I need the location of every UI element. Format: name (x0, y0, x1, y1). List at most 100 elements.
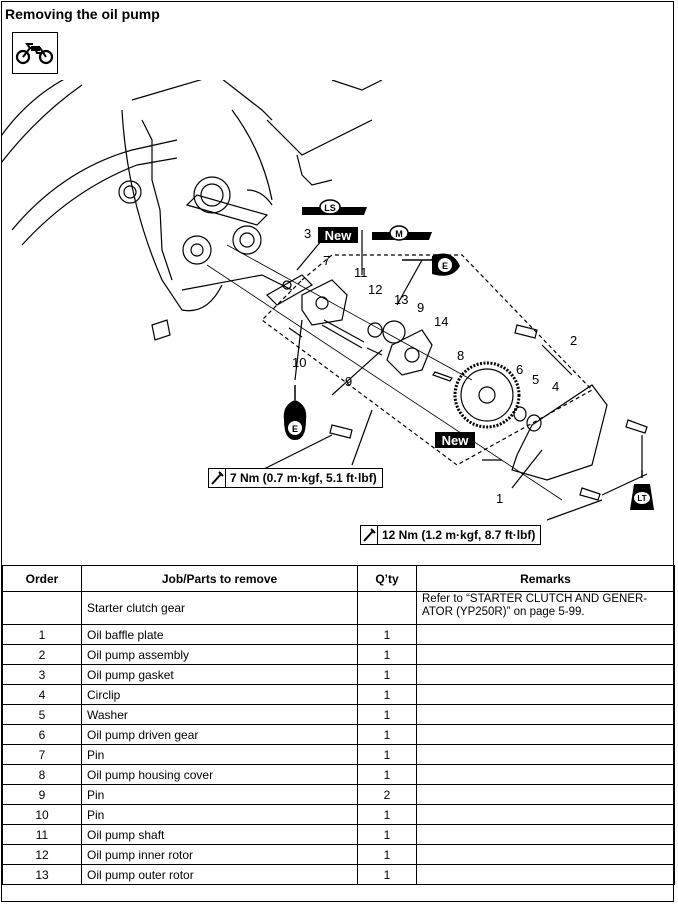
table-row: 8 Oil pump housing cover 1 (2, 764, 675, 785)
torque-spec-12nm: 12 Nm (1.2 m·kgf, 8.7 ft·lbf) (360, 525, 542, 545)
callout-8: 7 (323, 253, 330, 268)
callout-1: 1 (496, 491, 503, 506)
cell-job: Pin (81, 804, 358, 825)
header-qty: Q’ty (357, 565, 417, 592)
table-row: 5 Washer 1 (2, 704, 675, 725)
callout-2: 2 (570, 333, 577, 348)
callout-10: 10 (292, 355, 306, 370)
callout-13: 13 (394, 292, 408, 307)
cell-order: 8 (2, 764, 82, 785)
cell-remarks (416, 704, 675, 725)
cell-qty: 1 (357, 864, 417, 885)
callout-6: 6 (516, 362, 523, 377)
new-badge-top: New (318, 227, 358, 243)
table-row: Starter clutch gear Refer to “STARTER CL… (2, 591, 675, 625)
cell-order: 4 (2, 684, 82, 705)
cell-job: Circlip (81, 684, 358, 705)
page-title: Removing the oil pump (5, 6, 160, 22)
cell-qty: 1 (357, 824, 417, 845)
ls-grease-icon: LS (302, 199, 367, 215)
callout-7: 8 (457, 348, 464, 363)
table-row: 11 Oil pump shaft 1 (2, 824, 675, 845)
cell-job: Washer (81, 704, 358, 725)
cell-qty: 2 (357, 784, 417, 805)
cell-qty: 1 (357, 644, 417, 665)
callout-11: 11 (354, 265, 368, 280)
cell-qty: 1 (357, 744, 417, 765)
cell-job: Pin (81, 744, 358, 765)
cell-job: Oil baffle plate (81, 624, 358, 645)
cell-order: 3 (2, 664, 82, 685)
svg-text:New: New (325, 228, 353, 243)
cell-remarks (416, 824, 675, 845)
svg-text:M: M (395, 229, 403, 239)
cell-order: 12 (2, 844, 82, 865)
table-row: 3 Oil pump gasket 1 (2, 664, 675, 685)
parts-table: Order Job/Parts to remove Q’ty Remarks S… (2, 565, 675, 885)
m-grease-icon: M (372, 225, 432, 241)
cell-order: 6 (2, 724, 82, 745)
cell-remarks (416, 764, 675, 785)
callout-3: 3 (304, 226, 311, 241)
table-row: 12 Oil pump inner rotor 1 (2, 844, 675, 865)
cell-job: Oil pump outer rotor (81, 864, 358, 885)
motorcycle-icon (12, 32, 58, 74)
svg-text:LS: LS (324, 203, 336, 213)
table-row: 10 Pin 1 (2, 804, 675, 825)
table-row: 9 Pin 2 (2, 784, 675, 805)
svg-text:LT: LT (637, 494, 646, 503)
header-remarks: Remarks (416, 565, 675, 592)
table-row: 4 Circlip 1 (2, 684, 675, 705)
cell-job: Starter clutch gear (81, 591, 358, 625)
table-row: 1 Oil baffle plate 1 (2, 624, 675, 645)
cell-qty: 1 (357, 804, 417, 825)
cell-qty: 1 (357, 624, 417, 645)
lt-locking-agent-icon: LT (630, 470, 654, 510)
cell-job: Oil pump assembly (81, 644, 358, 665)
torque-spec-7nm: 7 Nm (0.7 m·kgf, 5.1 ft·lbf) (208, 468, 383, 488)
cell-remarks (416, 684, 675, 705)
cell-qty: 1 (357, 724, 417, 745)
cell-qty: 1 (357, 664, 417, 685)
cell-order: 7 (2, 744, 82, 765)
wrench-icon (211, 469, 226, 487)
cell-job: Oil pump driven gear (81, 724, 358, 745)
cell-qty: 1 (357, 684, 417, 705)
cell-remarks (416, 744, 675, 765)
e-oil-icon-top: E (402, 253, 460, 276)
cell-order: 5 (2, 704, 82, 725)
cell-remarks (416, 864, 675, 885)
e-oil-icon-bottom: E (283, 385, 307, 440)
callout-12: 12 (368, 282, 382, 297)
exploded-diagram: 3 7 11 12 13 9 14 10 9 8 6 5 4 2 1 New N… (2, 80, 654, 521)
cell-qty: 1 (357, 764, 417, 785)
cell-order: 10 (2, 804, 82, 825)
torque-spec-7nm-text: 7 Nm (0.7 m·kgf, 5.1 ft·lbf) (230, 471, 377, 485)
cell-order (2, 591, 82, 625)
cell-remarks (416, 724, 675, 745)
callout-4: 4 (552, 379, 559, 394)
cell-remarks (416, 644, 675, 665)
cell-job: Oil pump gasket (81, 664, 358, 685)
cell-remarks (416, 624, 675, 645)
table-row: 6 Oil pump driven gear 1 (2, 724, 675, 745)
callout-9b: 9 (345, 374, 352, 389)
cell-remarks (416, 784, 675, 805)
table-row: 7 Pin 1 (2, 744, 675, 765)
header-order: Order (2, 565, 82, 592)
cell-qty: 1 (357, 844, 417, 865)
cell-remarks: Refer to “STARTER CLUTCH AND GENER-ATOR … (416, 591, 675, 625)
header-job: Job/Parts to remove (81, 565, 358, 592)
svg-text:New: New (442, 433, 470, 448)
cell-qty (357, 591, 417, 625)
table-header-row: Order Job/Parts to remove Q’ty Remarks (2, 565, 675, 592)
cell-job: Oil pump housing cover (81, 764, 358, 785)
wrench-icon (363, 526, 378, 544)
cell-job: Oil pump shaft (81, 824, 358, 845)
cell-qty: 1 (357, 704, 417, 725)
cell-remarks (416, 804, 675, 825)
new-badge-bottom: New (435, 432, 475, 448)
cell-order: 13 (2, 864, 82, 885)
cell-remarks (416, 664, 675, 685)
